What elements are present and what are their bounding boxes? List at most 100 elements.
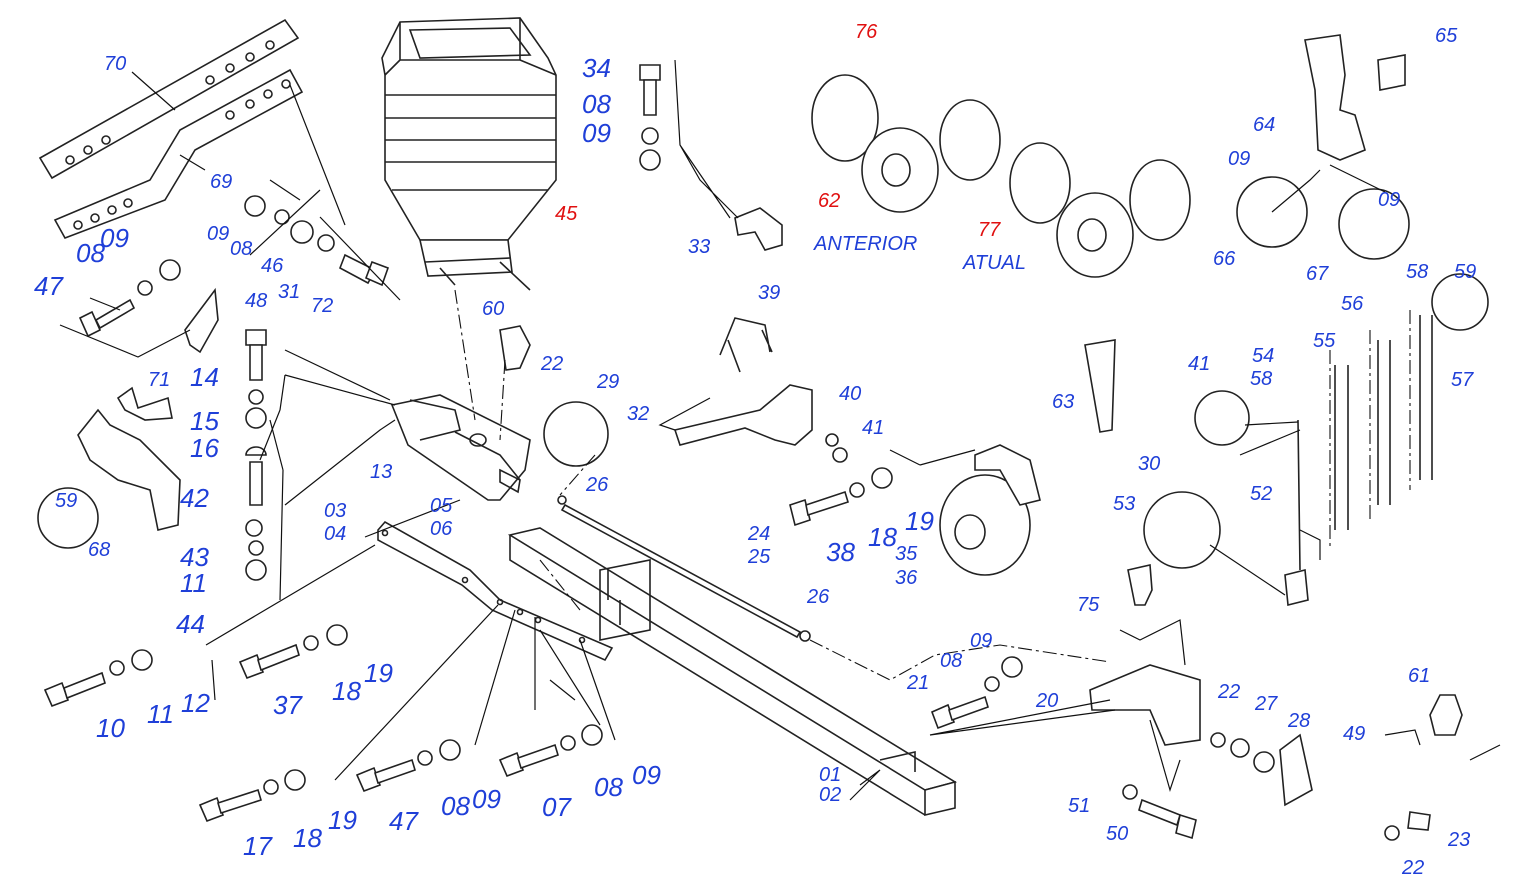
label-09: 09 <box>207 223 229 245</box>
label-51: 51 <box>1068 795 1090 817</box>
label-64: 64 <box>1253 114 1275 136</box>
label-67: 67 <box>1306 263 1329 285</box>
label-59: 59 <box>1454 261 1476 283</box>
label-09: 09 <box>632 760 661 790</box>
label-09: 09 <box>582 118 611 148</box>
flat-bracket-part <box>377 520 614 662</box>
arm-70-part <box>38 18 300 180</box>
caption-current: ATUAL <box>962 252 1026 274</box>
label-22: 22 <box>540 353 563 375</box>
label-72: 72 <box>311 295 333 317</box>
clamp-33-part <box>734 207 783 251</box>
label-15: 15 <box>190 406 219 436</box>
label-22: 22 <box>1401 857 1424 879</box>
press-wheel-76-part <box>811 74 1001 213</box>
label-58: 58 <box>1406 261 1428 283</box>
label-30: 30 <box>1138 453 1160 475</box>
label-10: 10 <box>96 713 125 743</box>
label-52: 52 <box>1250 483 1272 505</box>
label-47: 47 <box>389 806 419 836</box>
detail-circles <box>37 176 1489 569</box>
holder-32-part <box>673 384 813 446</box>
fitting-61-part <box>1429 694 1463 736</box>
bolt-parts <box>43 64 1431 840</box>
label-41: 41 <box>862 417 884 439</box>
label-35: 35 <box>895 543 918 565</box>
label-47: 47 <box>34 271 64 301</box>
label-19: 19 <box>328 805 357 835</box>
label-32: 32 <box>627 403 649 425</box>
label-56: 56 <box>1341 293 1364 315</box>
label-23: 23 <box>1447 829 1470 851</box>
label-44: 44 <box>176 609 205 639</box>
arm-69-part <box>53 68 304 239</box>
label-18: 18 <box>868 522 897 552</box>
label-08: 08 <box>441 791 470 821</box>
label-16: 16 <box>190 433 219 463</box>
label-13: 13 <box>370 461 392 483</box>
label-41: 41 <box>1188 353 1210 375</box>
u-bolt-39-part <box>719 317 773 373</box>
label-05: 05 <box>430 495 453 517</box>
label-69: 69 <box>210 171 232 193</box>
label-29: 29 <box>596 371 619 393</box>
shank-63-part <box>1084 339 1116 433</box>
label-39: 39 <box>758 282 780 304</box>
label-18: 18 <box>332 676 361 706</box>
label-08: 08 <box>582 89 611 119</box>
label-33: 33 <box>688 236 710 258</box>
label-11: 11 <box>147 699 174 729</box>
bracket-64-part <box>1304 34 1366 161</box>
label-46: 46 <box>261 255 284 277</box>
label-08: 08 <box>230 238 252 260</box>
hopper-part <box>381 17 557 291</box>
label-45: 45 <box>555 203 578 225</box>
label-37: 37 <box>273 690 303 720</box>
plate-49-part <box>1279 733 1313 807</box>
main-beam-part <box>507 527 958 817</box>
label-26: 26 <box>806 586 830 608</box>
label-08: 08 <box>594 772 623 802</box>
label-63: 63 <box>1052 391 1074 413</box>
label-12: 12 <box>181 688 210 718</box>
label-22: 22 <box>1217 681 1240 703</box>
label-34: 34 <box>582 53 611 83</box>
hitch-20-part <box>1089 664 1201 746</box>
bracket-48-part <box>184 287 219 354</box>
label-09: 09 <box>100 223 129 253</box>
label-28: 28 <box>1287 710 1310 732</box>
leader-lines <box>59 59 1501 801</box>
label-61: 61 <box>1408 665 1430 687</box>
label-21: 21 <box>906 672 929 694</box>
label-62: 62 <box>818 190 840 212</box>
center-lines <box>454 289 1411 681</box>
label-59: 59 <box>55 490 77 512</box>
bracket-71-part <box>116 386 173 421</box>
label-09: 09 <box>1378 189 1400 211</box>
label-09: 09 <box>970 630 992 652</box>
label-25: 25 <box>747 546 771 568</box>
caption-front: ANTERIOR <box>813 233 917 255</box>
fitting-75-part <box>1127 564 1153 606</box>
label-40: 40 <box>839 383 861 405</box>
drive-shaft-part <box>557 495 811 642</box>
label-04: 04 <box>324 523 346 545</box>
rod-52-part <box>1284 419 1309 607</box>
nut-washer-parts <box>109 127 1400 841</box>
label-26: 26 <box>585 474 609 496</box>
springs-part <box>1334 315 1433 530</box>
label-68: 68 <box>88 539 110 561</box>
plate-65-part <box>1377 54 1406 91</box>
part-labels: 70 69 09 08 46 31 72 09 08 47 48 14 15 1… <box>34 21 1476 879</box>
label-18: 18 <box>293 823 322 853</box>
label-50: 50 <box>1106 823 1128 845</box>
label-06: 06 <box>430 518 453 540</box>
meter-housing-part <box>390 394 531 501</box>
press-wheel-77-part <box>1009 142 1191 278</box>
label-19: 19 <box>364 658 393 688</box>
label-66: 66 <box>1213 248 1236 270</box>
label-58: 58 <box>1250 368 1272 390</box>
label-36: 36 <box>895 567 918 589</box>
label-27: 27 <box>1254 693 1278 715</box>
